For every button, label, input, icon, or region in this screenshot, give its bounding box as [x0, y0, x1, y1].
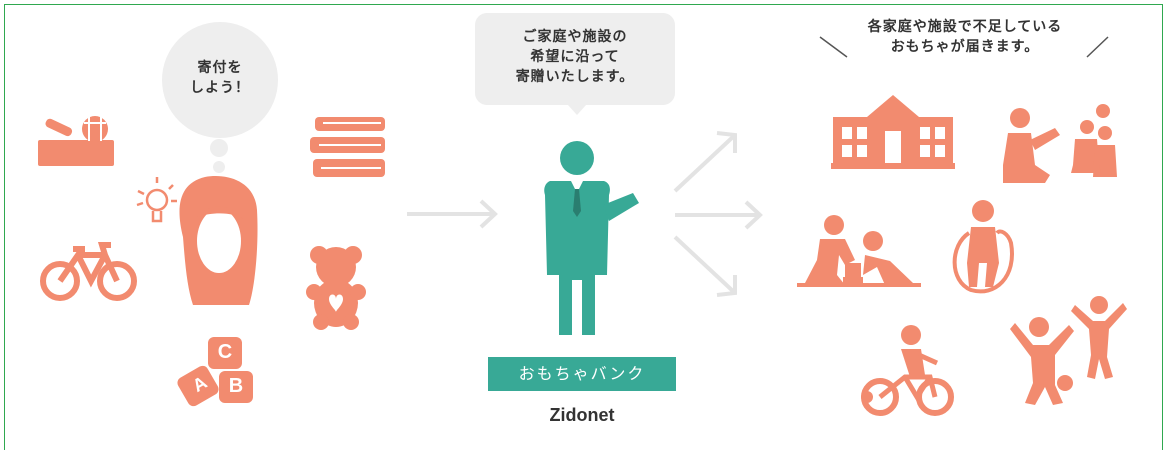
abc-blocks-icon [177, 337, 253, 407]
arrow-donor-to-bank [407, 199, 498, 229]
donor-woman-icon [179, 176, 258, 305]
bank-speech-bubble [475, 13, 675, 115]
teddy-bear-icon [306, 246, 366, 330]
brand-name: Zidonet [549, 405, 615, 425]
bank-staff-man-icon [544, 141, 639, 335]
jumping-kids-icon [1010, 296, 1127, 405]
donor-bubble-line2: しよう！ [190, 80, 250, 96]
bank-bubble-line1: ご家庭や施設の [522, 29, 628, 45]
jump-rope-kid-icon [952, 200, 1014, 294]
recipients-caption-line2: おもちゃが届きます。 [890, 39, 1040, 55]
recipients-caption-line1: 各家庭や施設で不足している [867, 19, 1063, 35]
toy-bank-label: おもちゃバンク [488, 357, 676, 391]
light-bulb-icon [136, 177, 177, 223]
caption-slash-right [1086, 36, 1109, 58]
infographic-canvas [38, 13, 1127, 416]
infographic-frame: 寄付を しよう！ C A B ご家庭や施設の 希望に沿って 寄贈いたします。 お… [4, 4, 1163, 450]
donor-thought-bubble [162, 22, 278, 173]
bank-bubble-line2: 希望に沿って [530, 49, 620, 65]
bank-bubble-text: ご家庭や施設の 希望に沿って 寄贈いたします。 [475, 27, 675, 87]
donor-bubble-text: 寄付を しよう！ [170, 58, 270, 98]
kid-on-bicycle-icon [861, 325, 954, 416]
arrows-bank-to-recipients [673, 131, 763, 297]
block-letter-c: C [217, 341, 233, 363]
block-letter-b: B [228, 375, 244, 397]
caption-slash-left [819, 36, 848, 58]
bicycle-icon [40, 242, 137, 301]
school-building-icon [831, 95, 955, 169]
kids-playing-blocks-icon [797, 215, 921, 287]
books-icon [310, 117, 385, 177]
teacher-and-kids-icon [1003, 104, 1117, 183]
bank-bubble-line3: 寄贈いたします。 [515, 69, 635, 85]
toolbox-icon [38, 116, 114, 166]
recipients-caption: 各家庭や施設で不足している おもちゃが届きます。 [840, 17, 1090, 57]
donor-bubble-line1: 寄付を [197, 60, 243, 76]
